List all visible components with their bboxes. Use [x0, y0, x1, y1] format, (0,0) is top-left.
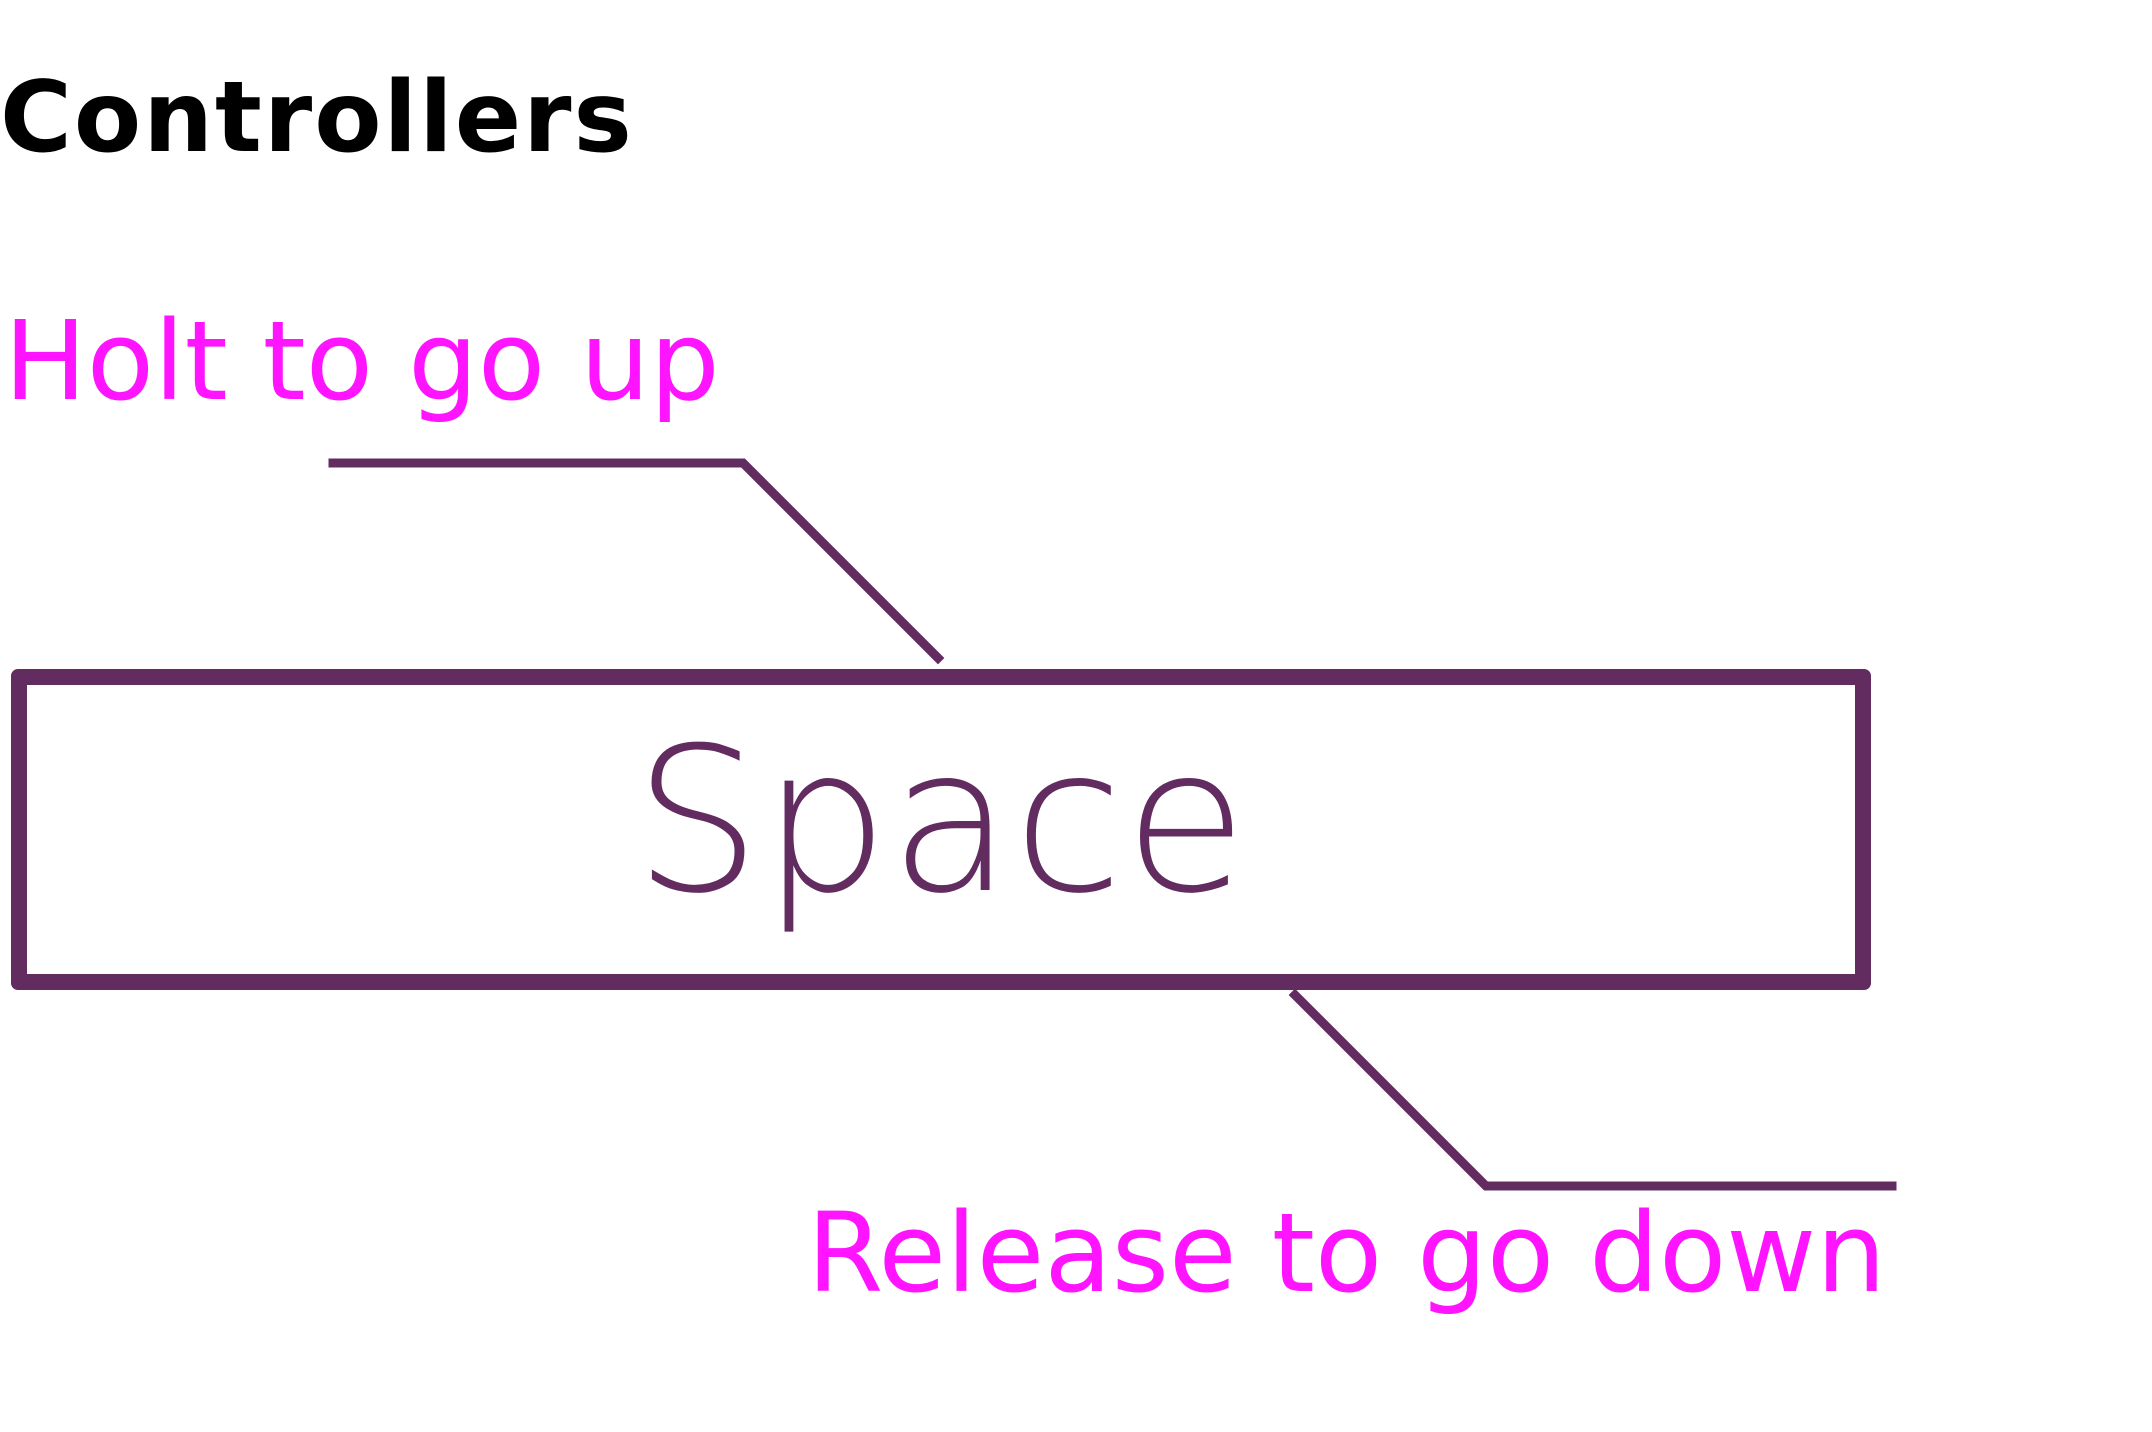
hold-callout-line: [328, 458, 945, 665]
release-to-go-down-hint: Release to go down: [806, 1189, 1886, 1317]
space-key[interactable]: Space: [11, 669, 1871, 990]
space-key-label: Space: [633, 704, 1249, 938]
release-callout-line: [1288, 988, 1897, 1191]
controllers-heading: Controllers: [0, 61, 634, 175]
hold-to-go-up-hint: Holt to go up: [4, 297, 720, 425]
